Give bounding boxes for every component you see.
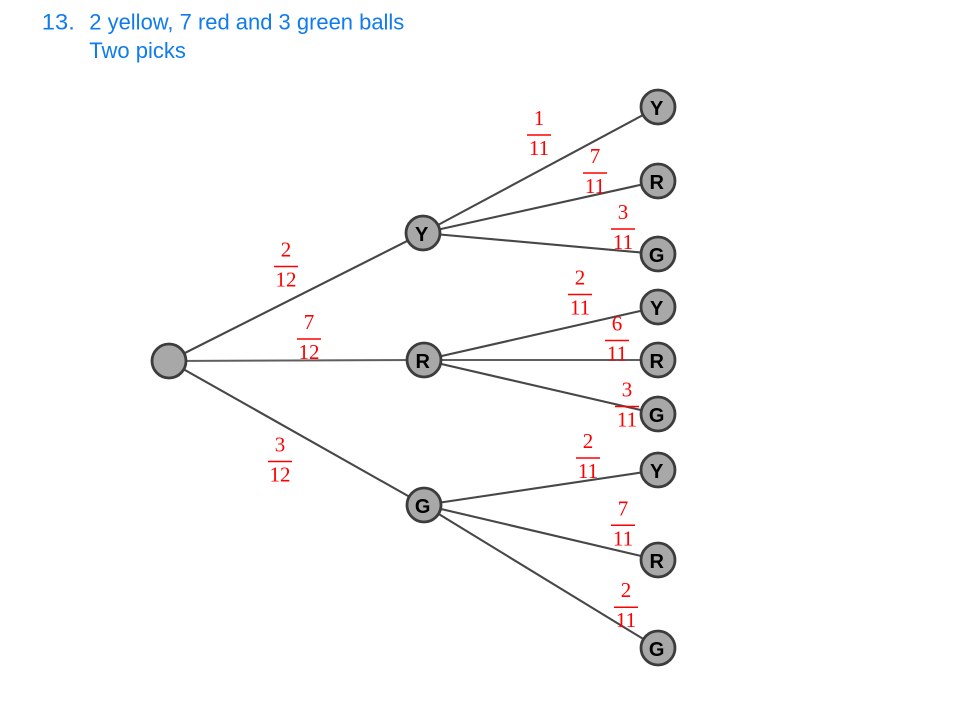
svg-text:7: 7: [590, 144, 601, 168]
svg-text:12: 12: [276, 268, 297, 292]
svg-text:12: 12: [270, 463, 291, 487]
svg-text:G: G: [649, 245, 665, 267]
svg-text:12: 12: [299, 340, 320, 364]
svg-text:G: G: [649, 405, 665, 427]
svg-text:2: 2: [281, 238, 292, 262]
svg-text:11: 11: [613, 526, 633, 550]
svg-text:2: 2: [575, 266, 586, 290]
svg-text:11: 11: [578, 459, 598, 483]
svg-text:Y: Y: [650, 461, 664, 483]
svg-text:11: 11: [529, 136, 549, 160]
svg-text:11: 11: [607, 342, 627, 366]
svg-text:7: 7: [304, 310, 315, 334]
svg-text:6: 6: [612, 312, 623, 336]
svg-text:2: 2: [583, 429, 594, 453]
svg-text:7: 7: [618, 496, 629, 520]
svg-text:2 yellow, 7 red and 3 green ba: 2 yellow, 7 red and 3 green balls: [89, 10, 404, 35]
svg-text:11: 11: [613, 230, 633, 254]
svg-text:Y: Y: [415, 224, 429, 246]
svg-text:11: 11: [616, 608, 636, 632]
svg-text:11: 11: [617, 408, 637, 432]
svg-text:13.: 13.: [42, 10, 75, 35]
svg-text:Two picks: Two picks: [89, 38, 186, 63]
svg-text:11: 11: [585, 174, 605, 198]
svg-text:G: G: [649, 639, 665, 661]
svg-text:3: 3: [618, 200, 629, 224]
svg-text:Y: Y: [650, 98, 664, 120]
svg-text:3: 3: [622, 378, 633, 402]
svg-text:R: R: [649, 551, 664, 573]
svg-text:2: 2: [621, 578, 632, 602]
svg-text:R: R: [415, 351, 430, 373]
svg-text:G: G: [415, 496, 431, 518]
svg-text:R: R: [649, 351, 664, 373]
svg-text:3: 3: [275, 433, 286, 457]
svg-text:1: 1: [534, 106, 545, 130]
svg-text:11: 11: [570, 296, 590, 320]
svg-text:R: R: [649, 172, 664, 194]
svg-text:Y: Y: [650, 298, 664, 320]
